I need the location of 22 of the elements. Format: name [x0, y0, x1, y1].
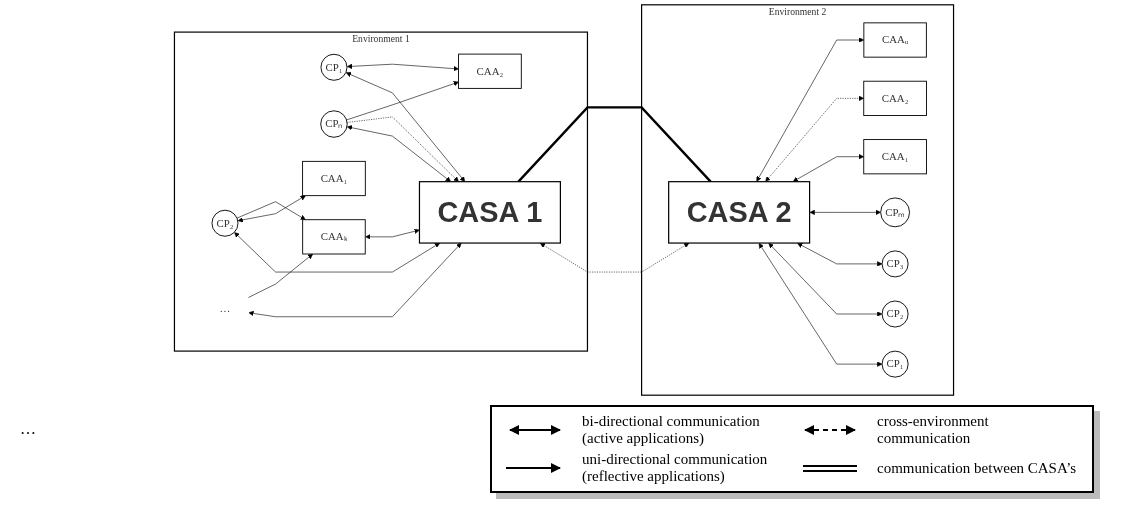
- node-box: CAA₁: [863, 139, 927, 175]
- node-box: CAA₂: [863, 80, 927, 116]
- node-circle: CP₃: [881, 250, 909, 278]
- node-text: …: [219, 302, 231, 315]
- node-box: CAA₁: [302, 160, 366, 197]
- node-box: CASA 2: [668, 181, 811, 244]
- node-circle: CPₘ: [880, 197, 910, 228]
- node-box: CAAᵤ: [863, 22, 927, 58]
- legend-text: bi-directional communication (active applications): [582, 413, 761, 447]
- node-circle: CP₁: [881, 350, 909, 378]
- legend-text: communication between CASA’s: [877, 459, 1078, 477]
- connector: [517, 106, 712, 183]
- node-box: CAAₖ: [302, 219, 366, 255]
- node-box: CAA₂: [458, 53, 522, 89]
- node-circle: CPₙ: [320, 110, 348, 138]
- ellipsis-text: …: [20, 420, 36, 437]
- node-circle: CP₁: [320, 53, 348, 81]
- node-box: CASA 1: [418, 181, 561, 244]
- legend-text: uni-directional communication (reflective applications): [582, 451, 769, 485]
- node-circle: CP₂: [211, 209, 239, 237]
- node-circle: CP₂: [881, 300, 909, 328]
- legend-text: cross-environment communication: [877, 413, 990, 447]
